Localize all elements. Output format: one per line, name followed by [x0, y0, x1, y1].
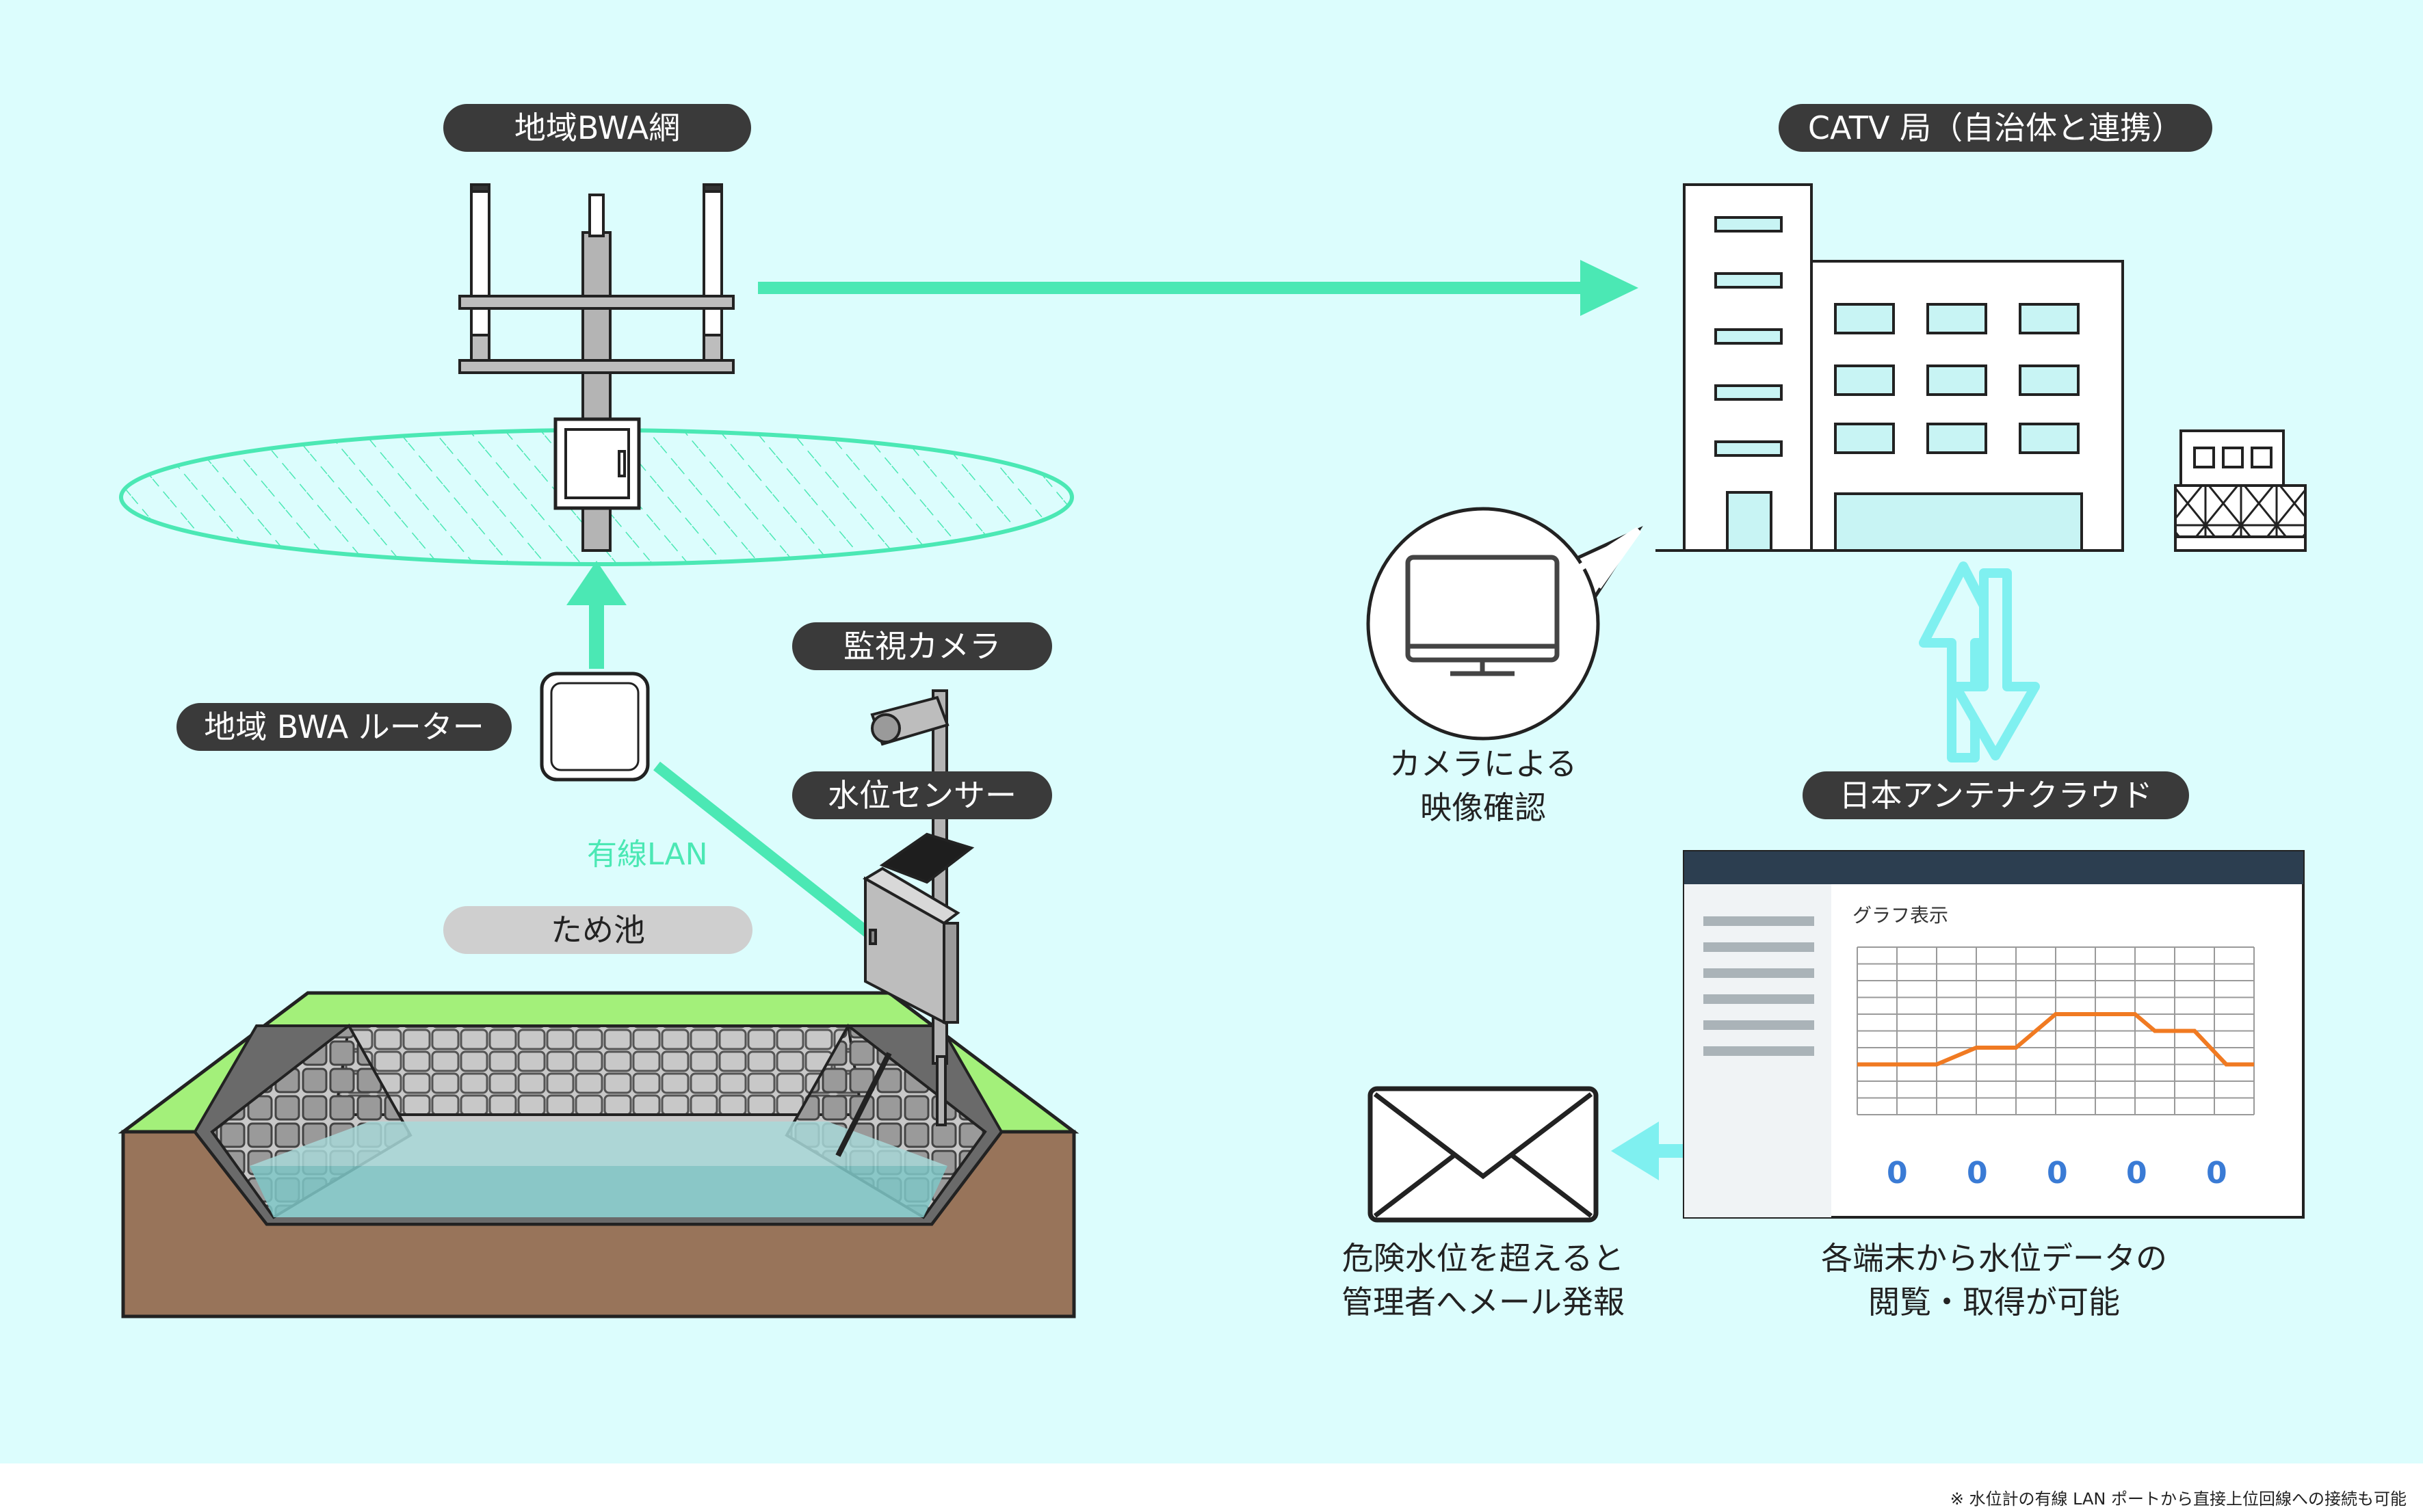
- wired-lan-label: 有線LAN: [587, 837, 708, 872]
- antenna-cloud-label: 日本アンテナクラウド: [1803, 771, 2189, 819]
- gauge-value: 0: [2047, 1156, 2068, 1191]
- water-level-line: [1857, 1012, 2254, 1067]
- flow-arrow-router-to-tower: [566, 561, 627, 669]
- cloud-sync-arrows: [1919, 561, 2040, 762]
- dashboard-icon: [1683, 850, 2305, 1219]
- router-icon: [540, 672, 650, 782]
- bwa-router-label: 地域 BWA ルーター: [176, 703, 512, 751]
- solar-panel-icon: [879, 832, 975, 884]
- pond-label: ため池: [443, 906, 752, 954]
- diagram-canvas: 地域BWA網 CATV 局（自治体と連携） 監視カメラ 地域 BWA ルーター …: [0, 0, 2423, 1463]
- footnote: ※ 水位計の有線 LAN ポートから直接上位回線への接続も可能: [1950, 1489, 2407, 1509]
- base-station-tower-icon: [458, 183, 735, 552]
- gauge-value: 0: [1887, 1156, 1908, 1191]
- graph-title: グラフ表示: [1852, 904, 1949, 927]
- wired-lan-cable: [653, 761, 872, 938]
- bwa-network-label: 地域BWA網: [443, 104, 751, 152]
- monitor-icon: [1405, 555, 1560, 676]
- pond-illustration: [118, 991, 1079, 1318]
- envelope-icon: [1367, 1086, 1599, 1223]
- gauge-value: 0: [2126, 1156, 2147, 1191]
- mail-alert-caption: 危険水位を超えると 管理者へメール発報: [1341, 1240, 1625, 1321]
- surveillance-camera-label: 監視カメラ: [792, 622, 1052, 670]
- data-access-caption: 各端末から水位データの 閲覧・取得が可能: [1821, 1240, 2167, 1321]
- water-level-sensor-label: 水位センサー: [792, 771, 1052, 819]
- gauge-value: 0: [1967, 1156, 1988, 1191]
- camera-view-caption: カメラによる 映像確認: [1389, 745, 1577, 826]
- catv-station-label: CATV 局（自治体と連携）: [1779, 104, 2212, 152]
- sensor-box-icon: [863, 866, 960, 1025]
- flow-arrow-tower-to-catv: [758, 260, 1638, 316]
- building-icon: [1655, 183, 2307, 552]
- monitor-bubble: [1366, 507, 1643, 741]
- gauge-value: 0: [2206, 1156, 2227, 1191]
